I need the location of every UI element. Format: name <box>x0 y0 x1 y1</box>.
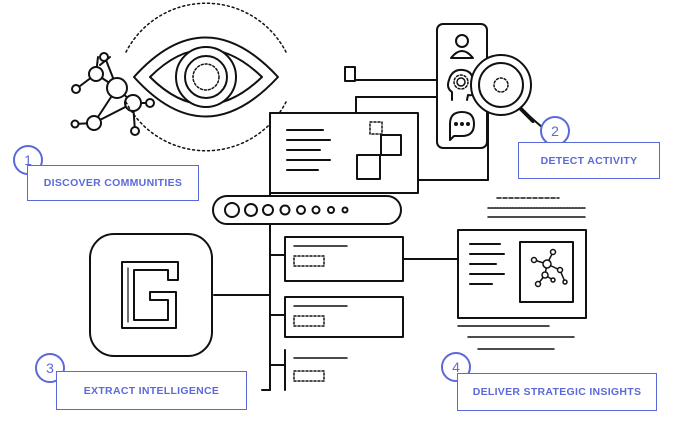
phone-panel <box>436 23 488 149</box>
result-card <box>284 349 348 391</box>
search-bar-icon <box>212 195 402 225</box>
result-card <box>284 236 404 282</box>
step-3-label: EXTRACT INTELLIGENCE <box>56 371 247 410</box>
chat-bubble-icon <box>449 111 475 141</box>
user-icon <box>450 34 474 59</box>
logo-g-icon <box>89 233 213 357</box>
document-card <box>269 66 419 194</box>
eye-icon <box>125 2 287 152</box>
result-card <box>284 296 404 338</box>
step-4-label: DELIVER STRATEGIC INSIGHTS <box>457 373 657 411</box>
step-2-label: DETECT ACTIVITY <box>518 142 660 179</box>
magnifier-icon <box>470 54 535 123</box>
step-1-label: DISCOVER COMMUNITIES <box>27 165 199 201</box>
report-card-icon <box>457 197 587 350</box>
network-graph-icon <box>70 52 155 136</box>
step-4-badge: 4 <box>441 352 471 382</box>
